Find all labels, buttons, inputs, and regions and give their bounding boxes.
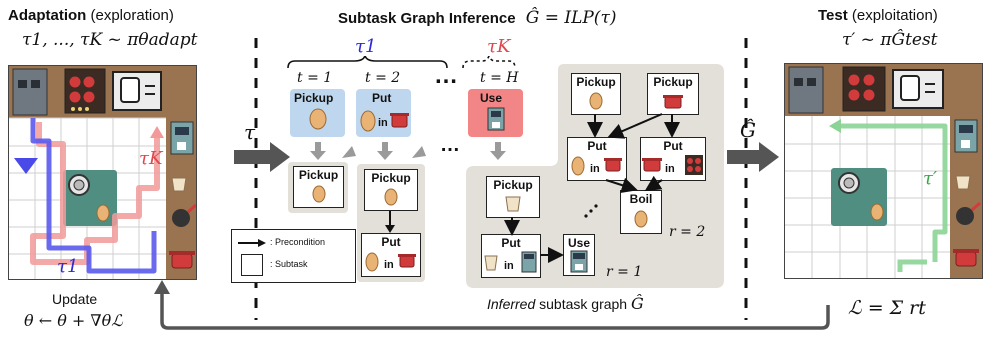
node-pickup-pot: Pickup — [647, 73, 699, 115]
legend: : Precondition : Subtask — [231, 229, 356, 283]
r2-label: r = 2 — [669, 224, 706, 240]
coffee-machine-icon — [570, 250, 588, 273]
step-2-sub: in — [378, 117, 388, 129]
center-formula: Ĝ = ILP(τ) — [525, 8, 617, 28]
tau-prime-label: τ′ — [923, 168, 938, 189]
mid-ellipsis: … — [440, 134, 460, 156]
pot-icon — [663, 95, 683, 109]
g-hat-output-arrow — [727, 142, 779, 172]
egg-icon — [312, 185, 326, 203]
caption-italic: Inferred — [487, 296, 536, 312]
cup-icon — [955, 175, 971, 190]
mini-graph-2: Pickup Put in — [357, 164, 425, 282]
egg-icon — [384, 188, 398, 206]
right-title-bold: Test — [818, 7, 848, 24]
node-pickup-egg: Pickup — [571, 73, 621, 115]
legend-box-icon — [241, 254, 263, 276]
time-label-h: t = H — [480, 70, 519, 86]
time-ellipsis: … — [434, 62, 458, 89]
trajectory-braces — [287, 56, 516, 69]
node-put-egg-pot-sub: in — [590, 163, 600, 175]
precondition-arrow — [385, 211, 395, 233]
step-arrows — [310, 142, 506, 160]
node-pickup-cup: Pickup — [486, 176, 540, 218]
egg-in-pot-icon — [360, 110, 409, 132]
right-room-svg — [785, 64, 982, 278]
mini-graph-1: Pickup — [288, 162, 348, 213]
step-1-label: Pickup — [294, 91, 334, 105]
time-label-1: t = 1 — [297, 70, 333, 86]
pan-icon — [956, 207, 974, 225]
g-hat-arrow-label: Ĝ — [740, 118, 756, 142]
fridge-icon — [12, 68, 48, 116]
egg-icon — [96, 204, 110, 222]
mini-graph-2-put-sub: in — [384, 259, 394, 271]
caption-symbol: Ĝ — [630, 294, 644, 313]
time-label-2: t = 2 — [365, 70, 401, 86]
step-1-pickup: Pickup — [290, 89, 345, 137]
tau1-brace-label: τ1 — [355, 36, 377, 57]
step-2-put: Put in — [356, 89, 411, 137]
step-2-label: Put — [372, 91, 392, 105]
legend-subtask: : Subtask — [270, 259, 308, 269]
caption-rest: subtask graph — [539, 296, 628, 312]
node-put-egg-pot: Put in — [567, 137, 627, 181]
step-h-label: Use — [480, 91, 503, 105]
cup-in-machine-icon — [484, 251, 537, 273]
node-boil: Boil — [620, 190, 662, 234]
mini-graph-2-put: Put in — [361, 233, 421, 277]
left-title-bold: Adaptation — [8, 7, 87, 24]
left-room: τK τ1 — [8, 65, 197, 280]
mini-graph-1-pickup: Pickup — [293, 166, 344, 208]
loss-formula: ℒ = Σ rt — [848, 297, 926, 319]
pot-icon — [171, 253, 193, 269]
egg-icon — [309, 108, 327, 130]
tau-k-label: τK — [139, 148, 163, 169]
trajectory-tau-1 — [30, 118, 157, 274]
stove-icon — [64, 68, 106, 114]
tauK-brace-label: τK — [487, 36, 511, 57]
right-title: Test (exploitation) — [818, 7, 938, 24]
egg-in-pot-icon — [571, 156, 622, 176]
coffee-machine-icon — [487, 107, 505, 131]
mini-graph-2-pickup: Pickup — [364, 169, 418, 211]
left-formula: τ1, ..., τK ~ πθadapt — [22, 30, 198, 50]
update-formula: θ ← θ + ∇θℒ — [24, 311, 123, 330]
trajectory-tau-prime — [840, 123, 948, 262]
legend-arrow-icon — [238, 239, 266, 247]
inferred-graph-caption: Inferred subtask graph Ĝ — [487, 294, 644, 313]
right-room: τ′ — [784, 63, 983, 279]
pot-on-stove-icon — [642, 155, 703, 175]
right-title-rest: (exploitation) — [851, 7, 938, 24]
node-put-cup-machine: Put in — [481, 234, 541, 278]
tau-input-arrow — [234, 142, 290, 172]
r1-label: r = 1 — [606, 264, 643, 280]
egg-icon — [870, 203, 884, 221]
node-put-pot-stove-sub: in — [665, 163, 675, 175]
left-room-svg — [9, 66, 196, 279]
left-title: Adaptation (exploration) — [8, 7, 174, 24]
center-title: Subtask Graph Inference Ĝ = ILP(τ) — [338, 8, 616, 28]
egg-in-pot-icon — [365, 252, 416, 272]
step-h-use: Use — [468, 89, 523, 137]
tau-1-label: τ1 — [57, 256, 79, 277]
pot-icon — [955, 251, 977, 267]
pan-icon — [172, 209, 190, 227]
egg-icon — [634, 210, 648, 228]
cup-icon — [171, 177, 187, 192]
right-formula: τ′ ~ πĜtest — [842, 30, 938, 50]
node-put-cup-machine-sub: in — [504, 260, 514, 272]
node-put-pot-stove: Put in — [640, 137, 706, 181]
cup-icon — [505, 196, 521, 212]
stove-icon — [842, 66, 886, 112]
left-title-rest: (exploration) — [90, 7, 174, 24]
fridge-icon — [788, 66, 824, 114]
update-label: Update — [52, 291, 98, 307]
node-use-machine: Use — [563, 234, 595, 276]
tau-arrow-label: τ — [244, 120, 256, 144]
legend-precondition: : Precondition — [270, 237, 326, 247]
egg-icon — [589, 92, 603, 110]
center-title-text: Subtask Graph Inference — [338, 10, 516, 27]
